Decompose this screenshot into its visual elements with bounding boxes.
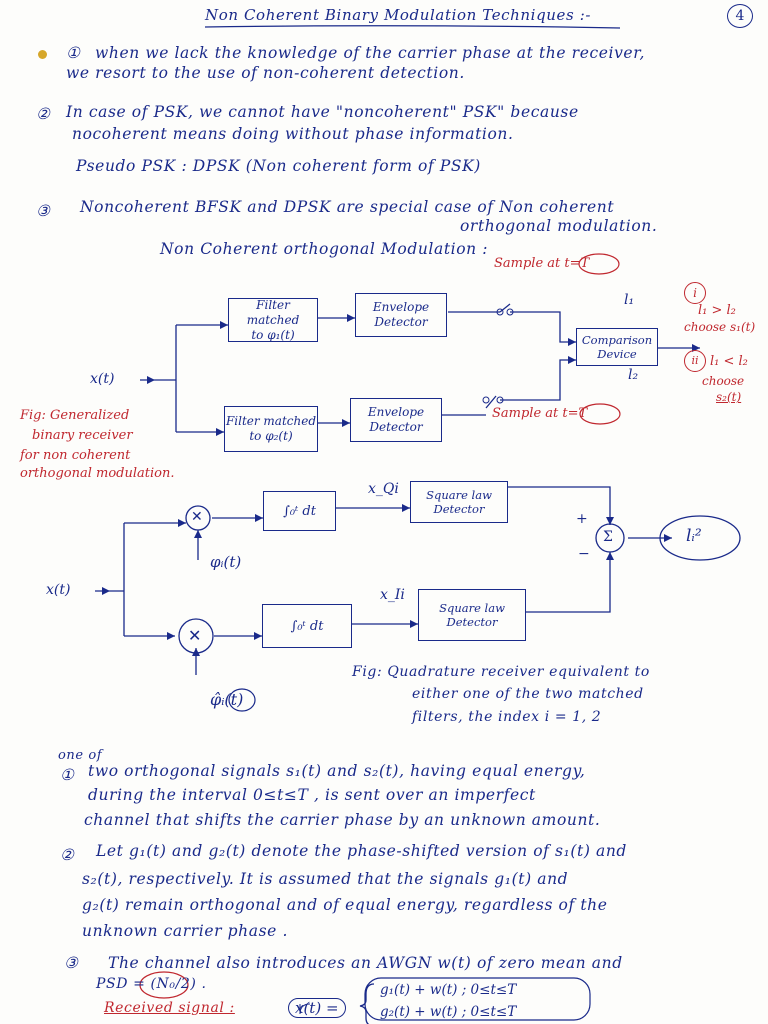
integrator-top-box: ∫₀ᵗ dt [263,491,336,531]
filter1-line1: Filter matched [246,297,300,327]
filter2-line1: Filter matched [225,414,317,428]
note2-line3: g₂(t) remain orthogonal and of equal ene… [82,896,608,914]
output-li2: lᵢ² [686,526,702,546]
filter2-box: Filter matched to φ₂(t) [224,406,318,452]
env2-line2: Detector [369,420,423,434]
sq1-line1: Square law [426,488,492,502]
sq1-line2: Detector [433,502,485,516]
para1-line1: when we lack the knowledge of the carrie… [95,44,646,62]
received-case1: g₁(t) + w(t) ; 0≤t≤T [380,982,517,998]
comparison-line2: Device [597,347,637,361]
para2-line1: In case of PSK, we cannot have "noncoher… [66,103,579,121]
fig1-caption-line4: orthogonal modulation. [20,466,175,481]
sq2-line1: Square law [439,601,505,615]
rule1-num: i [684,282,706,304]
env2-box: Envelope Detector [350,398,442,442]
minus-sign: − [578,546,590,562]
env1-line2: Detector [374,315,428,329]
notes-one-of: one of [58,748,103,763]
multiplier-top-icon: ✕ [191,509,203,525]
rule1-cond: l₁ > l₂ [698,303,736,318]
note3-num: ③ [64,954,79,972]
note2-line2: s₂(t), respectively. It is assumed that … [82,870,569,888]
env1-line1: Envelope [372,300,430,314]
note2-line1: Let g₁(t) and g₂(t) denote the phase-shi… [96,842,627,860]
note1-num: ① [60,766,75,784]
section-heading: Non Coherent orthogonal Modulation : [160,240,489,258]
square-law-bottom-box: Square law Detector [418,589,526,641]
filter1-line2: to φ₁(t) [251,327,295,342]
note1-line3: channel that shifts the carrier phase by… [84,811,601,829]
rule2-num: ii [684,350,706,372]
note2-line4: unknown carrier phase . [82,922,288,940]
l2-label: l₂ [628,367,639,383]
square-law-top-box: Square law Detector [410,481,508,523]
fig1-caption-line1: Fig: Generalized [20,408,130,423]
filter1-box: Filter matched to φ₁(t) [228,298,318,342]
env1-box: Envelope Detector [355,293,447,337]
integrator-bottom-box: ∫₀ᵗ dt [262,604,352,648]
xq-label: x_Qi [368,481,399,497]
rule2-signal: s₂(t) [716,390,742,404]
summer-sigma: Σ [603,529,613,545]
env2-line1: Envelope [367,405,425,419]
input2-x-t: x(t) [46,582,71,598]
para1-line2: we resort to the use of non-coherent det… [66,64,465,82]
para1-num: ① [66,44,81,62]
plus-sign: + [576,511,588,527]
filter2-line2: to φ₂(t) [249,429,293,443]
comparison-line1: Comparison [581,333,653,347]
xi-label: x_Ii [380,587,405,603]
sq2-line2: Detector [446,615,498,629]
para3-line2: orthogonal modulation. [460,217,658,235]
para3-line1: Noncoherent BFSK and DPSK are special ca… [80,198,615,216]
para3-num: ③ [36,202,51,220]
fig1-caption-line3: for non coherent [20,448,131,463]
fig2-caption-line2: either one of the two matched [412,686,644,702]
bullet-icon [38,50,47,59]
page-number: 4 [727,4,753,28]
received-xt: x(t) = [288,998,346,1018]
pseudo-psk: Pseudo PSK : DPSK (Non coherent form of … [76,157,481,175]
note3-psd: PSD = (N₀/2) . [96,976,207,992]
comparison-box: Comparison Device [576,328,658,366]
sample-top-label: Sample at t=T [494,256,590,271]
page-title: Non Coherent Binary Modulation Technique… [205,6,592,24]
phi-bottom-label: φ̂ᵢ(t) [210,690,244,709]
l1-label: l₁ [624,292,635,308]
note3-line1: The channel also introduces an AWGN w(t)… [108,954,623,972]
multiplier-bottom-icon: ✕ [188,626,202,645]
input-x-t: x(t) [90,371,115,387]
phi-top-label: φᵢ(t) [210,553,242,571]
received-signal-label: Received signal : [104,1000,235,1016]
para2-line2: nocoherent means doing without phase inf… [72,125,514,143]
rule2-cond: l₁ < l₂ [710,354,748,369]
note1-line2: during the interval 0≤t≤T , is sent over… [88,786,536,804]
note1-line1: two orthogonal signals s₁(t) and s₂(t), … [88,762,586,780]
received-case2: g₂(t) + w(t) ; 0≤t≤T [380,1004,517,1020]
fig1-caption-line2: binary receiver [32,428,133,443]
note2-num: ② [60,846,75,864]
fig2-caption-line3: filters, the index i = 1, 2 [412,709,602,725]
fig2-caption-line1: Fig: Quadrature receiver equivalent to [352,664,650,680]
rule1-choice: choose s₁(t) [684,320,756,334]
rule2-choose: choose [702,374,745,388]
sample-bottom-label: Sample at t=T [492,406,588,421]
para2-num: ② [36,105,51,123]
